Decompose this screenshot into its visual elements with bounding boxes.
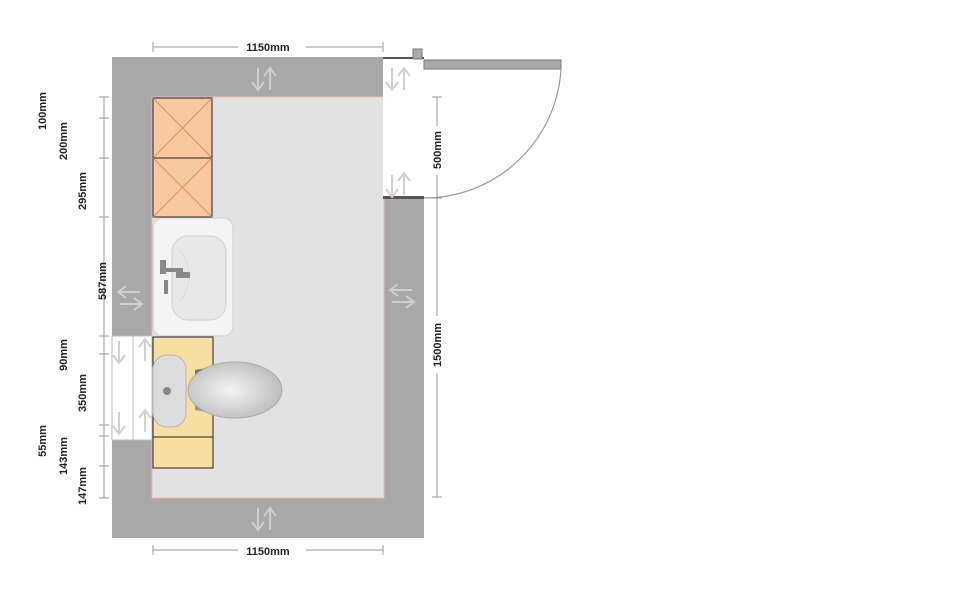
seg-label: 350mm [77, 374, 89, 412]
door-jamb [383, 57, 424, 59]
seg-label: 200mm [58, 122, 70, 160]
right-wall-label: 1500mm [432, 323, 444, 367]
seg-label: 100mm [37, 92, 49, 130]
door-swing-icon [423, 68, 562, 199]
seg-label: 587mm [97, 262, 109, 300]
seg-label: 295mm [77, 172, 89, 210]
top-width-label: 1150mm [246, 42, 290, 54]
tall-unit-second[interactable] [152, 157, 213, 218]
toilet-icon[interactable] [152, 354, 283, 428]
basin[interactable] [152, 217, 234, 337]
seg-label: 143mm [58, 437, 70, 475]
dimension-labels: 1150mm 1150mm 500mm 1500mm 100mm 200mm 2… [37, 42, 444, 558]
seg-label: 90mm [58, 339, 70, 371]
door-hinge [412, 48, 423, 60]
seg-label: 147mm [77, 467, 89, 505]
door-opening-label: 500mm [432, 131, 444, 169]
seg-label: 55mm [37, 425, 49, 457]
dimensions [99, 42, 442, 555]
door-jamb [383, 196, 424, 199]
double-arrow-icon [112, 66, 416, 532]
door-leaf[interactable] [423, 59, 562, 70]
door[interactable] [412, 48, 562, 199]
tap-icon [160, 260, 190, 294]
basin-icon [171, 235, 227, 321]
bottom-width-label: 1150mm [246, 546, 290, 558]
tall-unit-top[interactable] [152, 97, 213, 159]
base-unit-lower[interactable] [152, 436, 214, 469]
